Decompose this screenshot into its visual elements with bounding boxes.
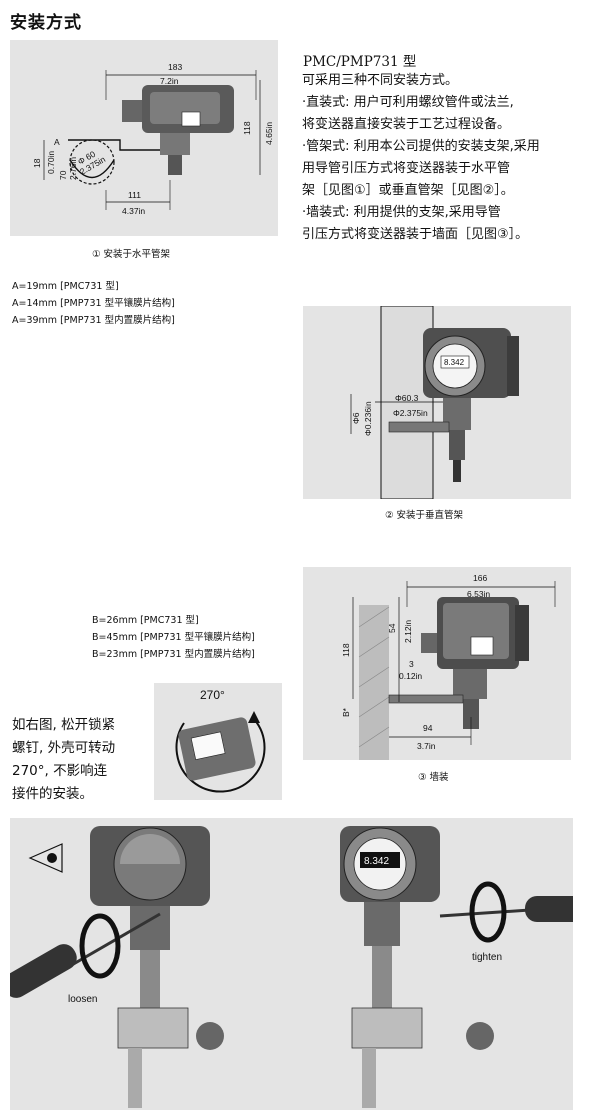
intro-line: ·墙装式: 利用提供的支架,采用导管 <box>302 205 501 220</box>
rotate-angle: 270° <box>200 688 225 702</box>
fig2-bolt-in: Φ0.236in <box>363 401 373 436</box>
right-display <box>360 852 400 868</box>
fig3-diagram: 166 6.53in 54 2.12in 118 3 0.12in B* 94 … <box>341 573 556 760</box>
fig1-a-label: A <box>54 137 60 147</box>
a-list-item: A=19mm [PMC731 型] <box>12 281 119 292</box>
rotate-diagram: 270° <box>175 688 266 793</box>
fig2-diagram: 8.342 Φ60.3 Φ2.375in Φ6 Φ0.236in <box>350 305 519 500</box>
fig3-caption: ③ 墙装 <box>418 772 449 783</box>
fig1-w-mm: 183 <box>168 62 182 72</box>
rotate-arrow-icon <box>175 718 266 793</box>
fig2-pipe-mm: Φ60.3 <box>395 393 419 403</box>
intro-line: 引压方式将变送器装于墙面［见图③］。 <box>302 227 529 242</box>
fig3-h-mm: 118 <box>341 643 351 657</box>
rotate-note-line: 接件的安装。 <box>12 786 93 802</box>
tighten-arrow-icon <box>469 881 507 943</box>
loosen-label: loosen <box>68 994 97 1005</box>
intro-line: 可采用三种不同安装方式。 <box>302 73 459 88</box>
intro-line: ·直装式: 用户可利用螺纹管件或法兰, <box>302 95 514 110</box>
a-list: A=19mm [PMC731 型] A=14mm [PMP731 型平镶膜片结构… <box>12 278 175 329</box>
fig1-left-in: 0.70in <box>46 151 56 174</box>
fig2-caption: ② 安装于垂直管架 <box>385 510 464 521</box>
page-title: 安装方式 <box>10 13 82 33</box>
fig3-wall <box>359 605 389 760</box>
fig1-cable-gland <box>122 100 142 122</box>
fig3-base-mm: 94 <box>423 723 433 733</box>
intro-text: 可采用三种不同安装方式。 ·直装式: 用户可利用螺纹管件或法兰, 将变送器直接安… <box>302 70 587 246</box>
rotate-note-line: 如右图, 松开锁紧 <box>12 717 116 733</box>
fig1-base-mm: 111 <box>128 190 141 200</box>
rotate-note: 如右图, 松开锁紧 螺钉, 外壳可转动 270°, 不影响连 接件的安装。 <box>12 714 115 806</box>
fig1-base-in: 4.37in <box>122 206 145 216</box>
a-list-item: A=14mm [PMP731 型平镶膜片结构] <box>12 298 175 309</box>
fig2-display-value: 8.342 <box>444 358 465 367</box>
fig3-panel: 166 6.53in 54 2.12in 118 3 0.12in B* 94 … <box>303 567 571 760</box>
fig1-caption: ① 安装于水平管架 <box>92 249 171 260</box>
tighten-label: tighten <box>472 952 502 963</box>
a-list-item: A=39mm [PMP731 型内置膜片结构] <box>12 315 175 326</box>
intro-line: 用导管引压方式将变送器装于水平管 <box>302 161 511 176</box>
fig1-panel: 183 7.2in 118 4.65in Φ 60 2.375in 18 0.7… <box>10 40 278 236</box>
b-list-item: B=45mm [PMP731 型平镶膜片结构] <box>92 632 255 643</box>
loosen-arrow-icon <box>79 913 121 979</box>
bottom-panel: loosen 8.342 tighten <box>3 818 585 1110</box>
fig1-w-in: 7.2in <box>160 76 179 86</box>
eye-icon <box>28 843 63 873</box>
b-list-item: B=23mm [PMP731 型内置膜片结构] <box>92 649 255 660</box>
fig1-left2-in: 2.76in <box>68 157 78 180</box>
fig2-panel: 8.342 Φ60.3 Φ2.375in Φ6 Φ0.236in <box>303 305 571 500</box>
right-display-value: 8.342 <box>364 856 389 867</box>
fig3-w-mm: 166 <box>473 573 487 583</box>
fig1-diagram: 183 7.2in 118 4.65in Φ 60 2.375in 18 0.7… <box>32 62 274 216</box>
fig1-h-in: 4.65in <box>264 122 274 145</box>
fig2-pipe <box>380 305 434 500</box>
fig3-gap-mm: 3 <box>409 659 414 669</box>
rotate-note-line: 螺钉, 外壳可转动 <box>12 740 116 756</box>
b-list: B=26mm [PMC731 型] B=45mm [PMP731 型平镶膜片结构… <box>92 612 255 663</box>
fig3-top-mm: 54 <box>387 623 397 633</box>
fig1-h-mm: 118 <box>242 121 252 135</box>
rotate-panel: 270° <box>154 683 282 800</box>
b-list-item: B=26mm [PMC731 型] <box>92 615 199 626</box>
fig1-pipe <box>69 139 115 185</box>
fig3-top-in: 2.12in <box>403 620 413 643</box>
intro-line: 架［见图①］或垂直管架［见图②］。 <box>302 183 514 198</box>
left-screwdriver <box>3 944 77 998</box>
fig1-left2-mm: 70 <box>58 170 68 180</box>
fig2-display <box>440 355 470 369</box>
intro-line: 将变送器直接安装于工艺过程设备。 <box>302 117 511 132</box>
model-heading: PMC/PMP731 型 <box>303 54 417 70</box>
fig2-pipe-in: Φ2.375in <box>393 408 428 418</box>
fig3-base-in: 3.7in <box>417 741 436 751</box>
bottom-illustration: loosen 8.342 tighten <box>3 826 585 1108</box>
fig3-gap-in: 0.12in <box>399 671 422 681</box>
fig3-w-in: 6.53in <box>467 589 490 599</box>
fig3-b-label: B* <box>341 707 351 717</box>
fig1-left-mm: 18 <box>32 158 42 168</box>
intro-line: ·管架式: 利用本公司提供的安装支架,采用 <box>302 139 540 154</box>
right-screwdriver <box>525 896 585 922</box>
rotate-note-line: 270°, 不影响连 <box>12 763 108 779</box>
fig2-bolt-mm: Φ6 <box>351 412 361 424</box>
